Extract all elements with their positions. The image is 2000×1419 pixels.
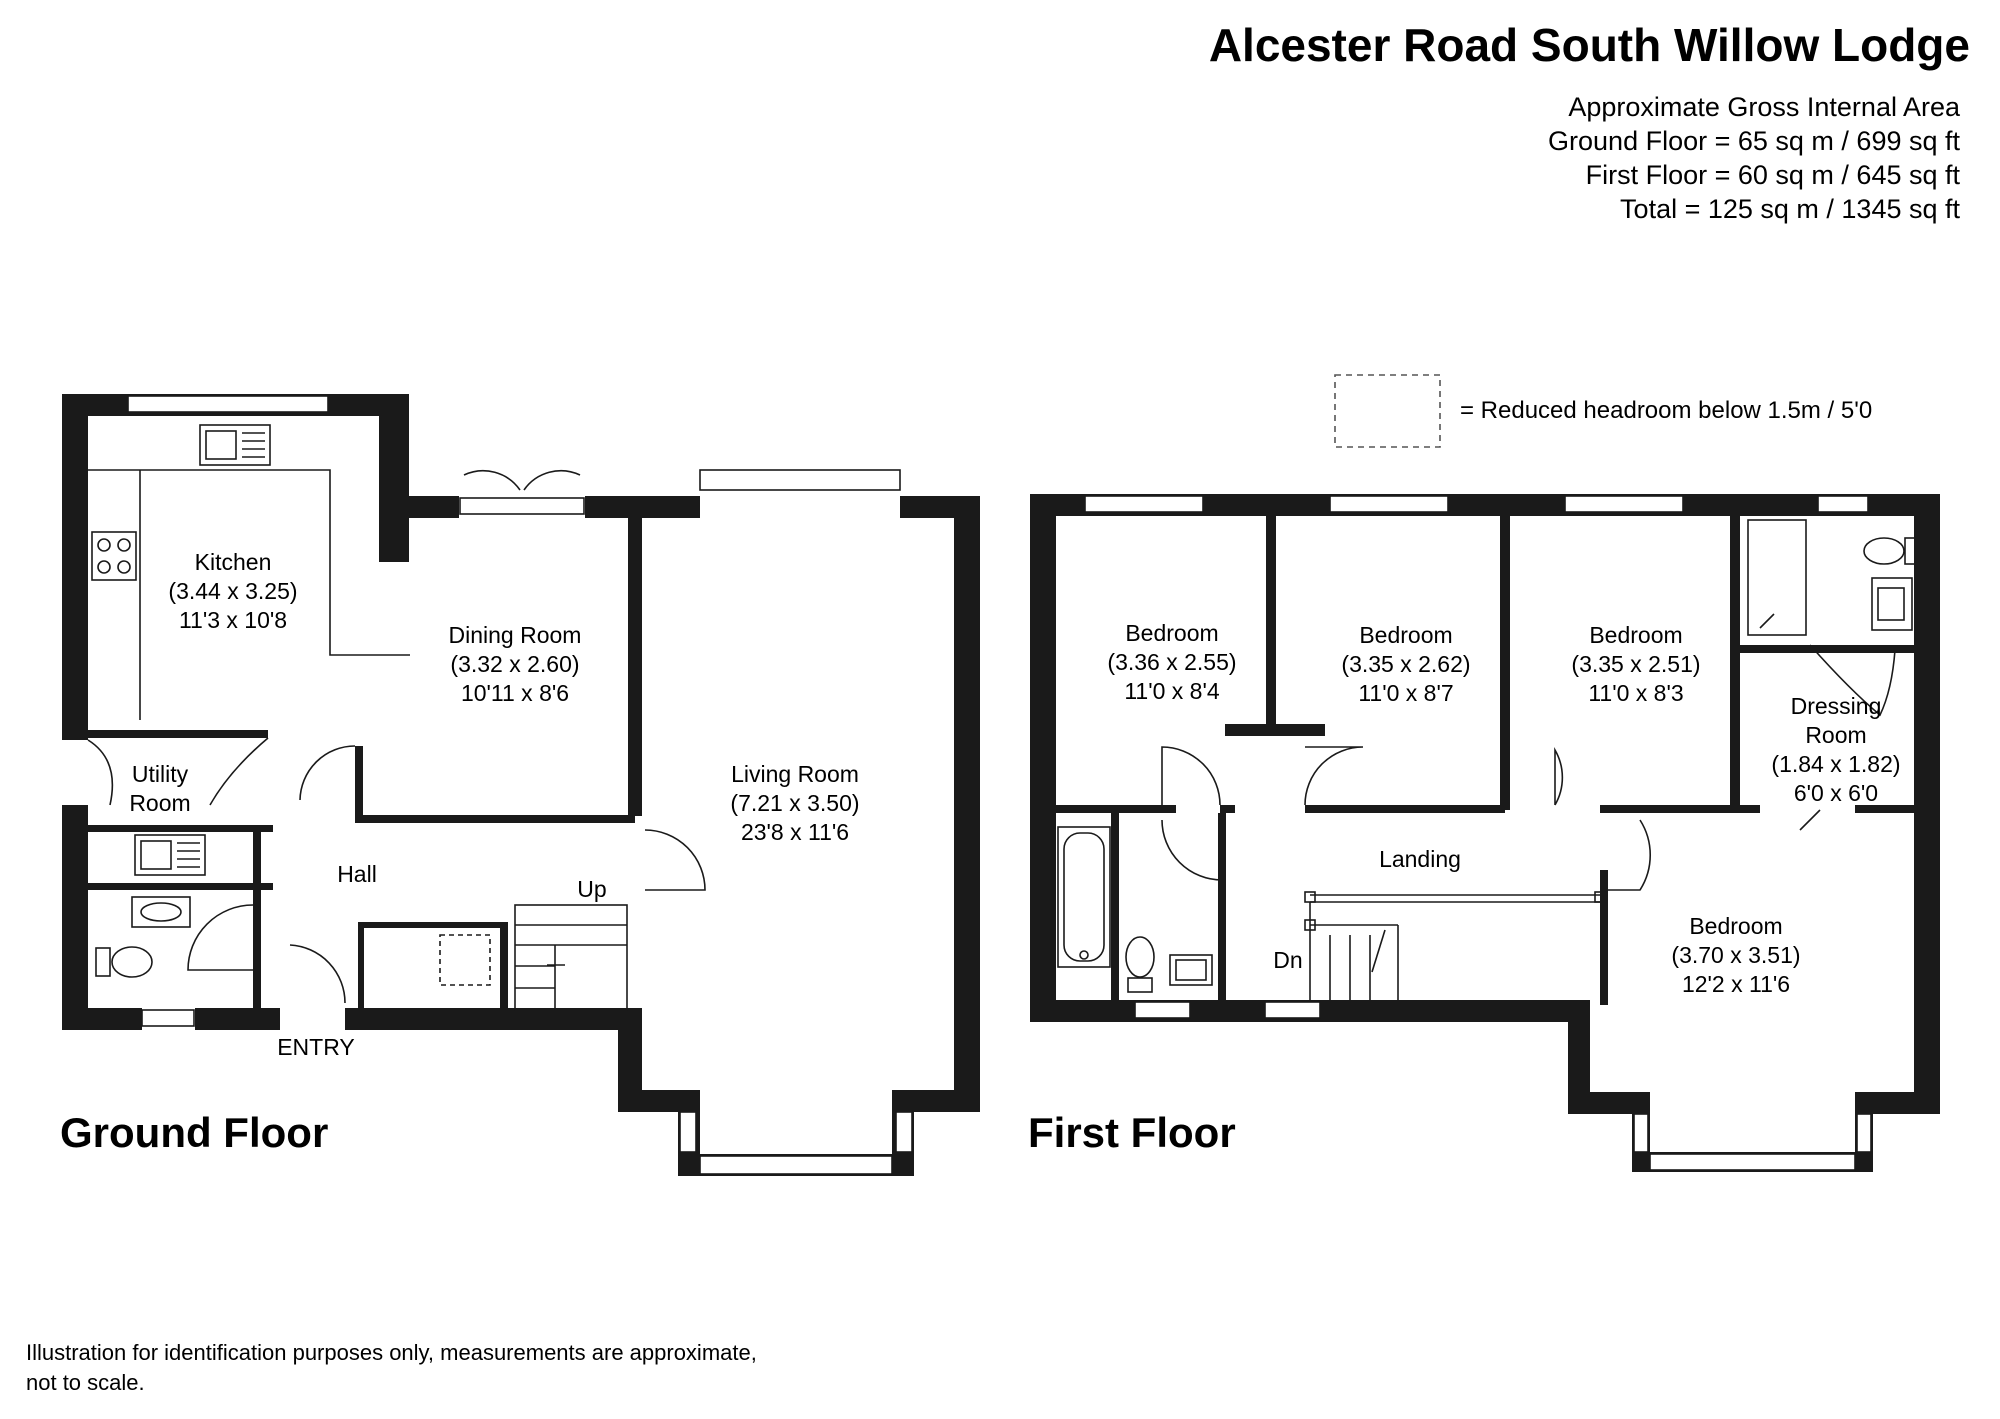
first-floor-title: First Floor [1028, 1109, 1236, 1156]
legend-text: = Reduced headroom below 1.5m / 5'0 [1460, 397, 1872, 424]
wc-window [141, 1009, 195, 1027]
living-room-bifold-door [699, 469, 901, 491]
bedroom2-label: Bedroom [1359, 622, 1452, 648]
dressing-room-opening [1799, 809, 1821, 831]
french-door-left [463, 469, 521, 491]
bedroom1-window [1084, 495, 1204, 513]
utility-sink-icon [134, 834, 206, 876]
first-floor-staircase [1304, 891, 1606, 1000]
utility-label-1: Utility [132, 761, 189, 787]
dining-imperial: 10'11 x 8'6 [461, 680, 569, 706]
bedroom3-window [1564, 495, 1684, 513]
ensuite-door [1809, 644, 1896, 717]
bedroom2-window [1329, 495, 1449, 513]
first-floor-walls [1030, 494, 1940, 1172]
dressing-imperial: 6'0 x 6'0 [1794, 780, 1878, 806]
dining-french-door-frame [459, 497, 585, 515]
bedroom4-metric: (3.70 x 3.51) [1671, 942, 1800, 968]
kitchen-label: Kitchen [195, 549, 272, 575]
ground-floor-plan: Kitchen (3.44 x 3.25) 11'3 x 10'8 Dining… [60, 394, 980, 1176]
bedroom1-door [1161, 746, 1221, 806]
bedroom4-side-window-left [1633, 1113, 1649, 1153]
area-first: First Floor = 60 sq m / 645 sq ft [1585, 160, 1960, 190]
bathroom-basin-icon [1169, 954, 1213, 986]
utility-label-2: Room [129, 790, 190, 816]
landing-window [1264, 1001, 1321, 1019]
kitchen-door [209, 737, 269, 806]
dining-label: Dining Room [449, 622, 582, 648]
kitchen-worktop [88, 469, 410, 656]
plan-title: Alcester Road South Willow Lodge [1208, 19, 1970, 71]
ensuite-shower-icon [1747, 519, 1807, 636]
kitchen-sink-icon [199, 424, 271, 466]
bedroom4-bay-window [1649, 1153, 1856, 1171]
landing-label: Landing [1379, 846, 1461, 872]
entry-label: ENTRY [277, 1034, 355, 1060]
dining-door [299, 745, 356, 801]
bathroom-window [1817, 495, 1869, 513]
dining-metric: (3.32 x 2.60) [450, 651, 579, 677]
hall-label: Hall [337, 861, 377, 887]
wc-door [187, 904, 254, 971]
stairs-down-label: Dn [1273, 947, 1302, 973]
reduced-headroom-area [439, 934, 491, 986]
disclaimer-line-2: not to scale. [26, 1370, 145, 1395]
first-floor-plan: Bedroom (3.36 x 2.55) 11'0 x 8'4 Bedroom… [1028, 494, 1940, 1172]
living-imperial: 23'8 x 11'6 [741, 819, 849, 845]
bedroom2-imperial: 11'0 x 8'7 [1358, 680, 1453, 706]
bedroom3-imperial: 11'0 x 8'3 [1588, 680, 1683, 706]
area-total: Total = 125 sq m / 1345 sq ft [1620, 194, 1960, 224]
bedroom2-metric: (3.35 x 2.62) [1341, 651, 1470, 677]
bedroom1-label: Bedroom [1125, 620, 1218, 646]
bedroom3-metric: (3.35 x 2.51) [1571, 651, 1700, 677]
bedroom1-imperial: 11'0 x 8'4 [1124, 678, 1220, 704]
bedroom1-metric: (3.36 x 2.55) [1107, 649, 1236, 675]
area-heading: Approximate Gross Internal Area [1568, 92, 1960, 122]
dressing-metric: (1.84 x 1.82) [1771, 751, 1900, 777]
bathroom-front-window [1134, 1001, 1191, 1019]
dressing-label-2: Room [1805, 722, 1866, 748]
bay-side-window-left [679, 1111, 697, 1153]
ground-staircase [514, 904, 628, 1011]
bathtub-icon [1057, 826, 1111, 968]
bay-side-window-right [895, 1111, 913, 1153]
living-metric: (7.21 x 3.50) [730, 790, 859, 816]
kitchen-window [127, 395, 329, 413]
kitchen-imperial: 11'3 x 10'8 [179, 607, 287, 633]
ensuite-toilet-icon [1863, 537, 1916, 565]
ensuite-basin-icon [1871, 577, 1913, 631]
bedroom4-label: Bedroom [1689, 913, 1782, 939]
living-room-bay-window [699, 1155, 893, 1175]
area-ground: Ground Floor = 65 sq m / 699 sq ft [1548, 126, 1960, 156]
utility-door [87, 739, 114, 806]
entry-door [289, 944, 346, 1004]
bedroom2-door [1304, 746, 1364, 806]
kitchen-hob-icon [91, 531, 137, 581]
kitchen-metric: (3.44 x 3.25) [168, 578, 297, 604]
stairs-up-label: Up [577, 876, 606, 902]
living-door [644, 829, 706, 891]
bathroom-toilet-icon [1125, 936, 1155, 993]
dressing-label-1: Dressing [1791, 693, 1882, 719]
bedroom4-door [1600, 819, 1652, 891]
wc-basin-icon [131, 896, 191, 928]
disclaimer-line-1: Illustration for identification purposes… [26, 1340, 757, 1365]
bedroom3-door [1554, 747, 1564, 806]
ground-floor-title: Ground Floor [60, 1109, 328, 1156]
bedroom4-side-window-right [1856, 1113, 1872, 1153]
bedroom3-label: Bedroom [1589, 622, 1682, 648]
bedroom4-imperial: 12'2 x 11'6 [1682, 971, 1790, 997]
living-label: Living Room [731, 761, 859, 787]
bathroom-door [1161, 819, 1223, 881]
french-door-right [523, 469, 581, 491]
toilet-icon [95, 946, 153, 978]
reduced-headroom-legend-box [1334, 374, 1441, 448]
